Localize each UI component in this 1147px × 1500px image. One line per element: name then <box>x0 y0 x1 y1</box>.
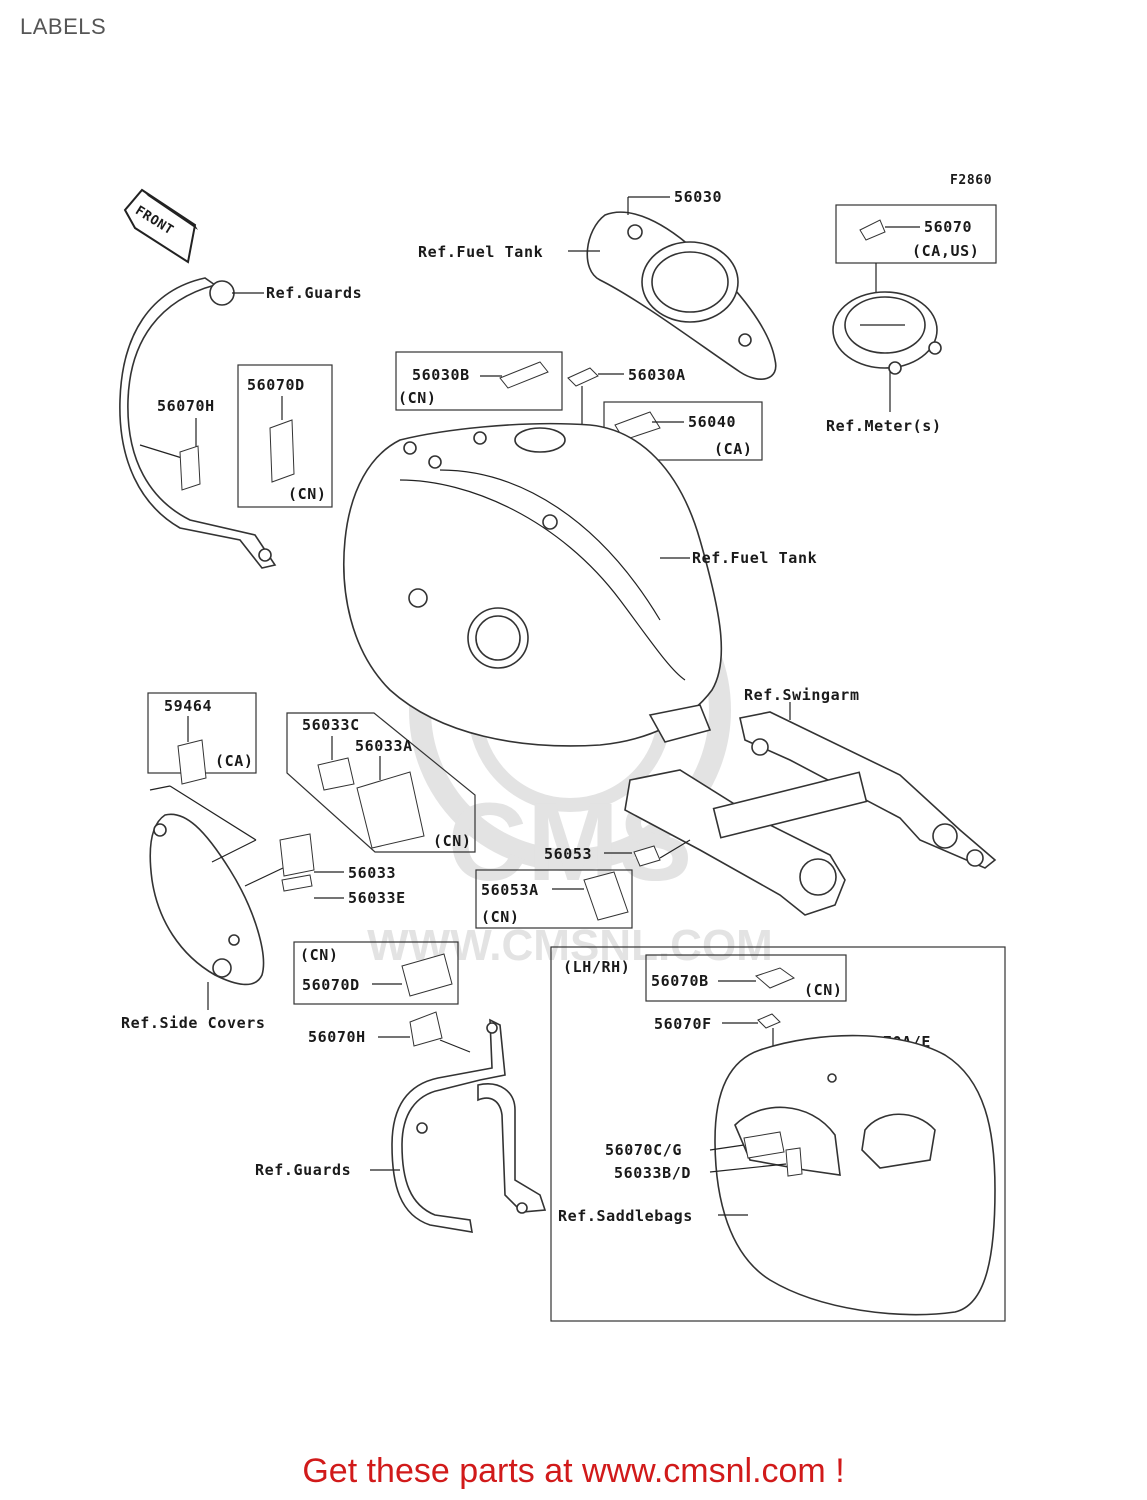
callout-ref-meter: Ref.Meter(s) <box>826 417 942 435</box>
meter-label-box <box>835 204 997 264</box>
callout-lhrh: (LH/RH) <box>563 958 630 976</box>
callout-56033bd: 56033B/D <box>614 1164 691 1182</box>
footer-promo-link[interactable]: Get these parts at www.cmsnl.com ! <box>302 1452 845 1490</box>
callout-56053a: 56053A <box>481 881 539 899</box>
label-box-56033ca <box>286 712 476 853</box>
saddlebag-detail-box <box>550 946 1006 1322</box>
callout-56033c: 56033C <box>302 716 360 734</box>
callout-ref-saddlebags: Ref.Saddlebags <box>558 1207 693 1225</box>
callout-56033a: 56033A <box>355 737 413 755</box>
callout-56030a: 56030A <box>628 366 686 384</box>
front-arrow-icon: FRONT <box>123 188 198 264</box>
callout-56053: 56053 <box>544 845 592 863</box>
callout-56070d-bottom-region: (CN) <box>300 946 339 964</box>
callout-56040-region: (CA) <box>714 440 753 458</box>
parts-diagram: F2860 FRONT 56030 Ref.Fuel Tank 56070 (C… <box>119 173 1006 1322</box>
meter-part <box>832 291 942 375</box>
label-box-56030b <box>395 351 563 411</box>
swingarm-part <box>624 711 997 916</box>
callout-59464: 59464 <box>164 697 212 715</box>
callout-56070cg: 56070C/G <box>605 1141 682 1159</box>
callout-ref-side-covers: Ref.Side Covers <box>121 1014 265 1032</box>
engine-guard-top-part <box>119 277 277 569</box>
fuel-tank-part <box>343 422 723 747</box>
callout-56070h-top: 56070H <box>157 397 215 415</box>
callout-56070d-top: 56070D <box>247 376 305 394</box>
callout-56033e: 56033E <box>348 889 406 907</box>
callout-56030: 56030 <box>674 188 722 206</box>
callout-56053a-region: (CN) <box>481 908 520 926</box>
callout-56070-region: (CA,US) <box>912 242 979 260</box>
callout-56070d-bottom: 56070D <box>302 976 360 994</box>
label-box-56070d-top <box>237 364 333 508</box>
page-title: LABELS <box>20 14 107 39</box>
callout-56070f: 56070F <box>654 1015 712 1033</box>
callout-ref-fuel-tank-top: Ref.Fuel Tank <box>418 243 543 261</box>
callout-56070b: 56070B <box>651 972 709 990</box>
callout-56040: 56040 <box>688 413 736 431</box>
label-box-56053a <box>475 869 633 929</box>
saddlebag-part <box>714 1034 996 1316</box>
callout-56070d-top-region: (CN) <box>288 485 327 503</box>
figure-code: F2860 <box>950 173 992 188</box>
label-box-56070b <box>645 954 847 1002</box>
callout-56070b-region: (CN) <box>804 981 843 999</box>
callout-56030b: 56030B <box>412 366 470 384</box>
callout-ref-swingarm: Ref.Swingarm <box>744 686 860 704</box>
callout-59464-region: (CA) <box>215 752 254 770</box>
side-cover-part <box>149 813 265 986</box>
callout-ref-guards-top: Ref.Guards <box>266 284 362 302</box>
callout-56070: 56070 <box>924 218 972 236</box>
callout-ref-guards-bottom: Ref.Guards <box>255 1161 351 1179</box>
callout-56070h-bottom: 56070H <box>308 1028 366 1046</box>
callout-56033: 56033 <box>348 864 396 882</box>
callout-56030b-region: (CN) <box>398 389 437 407</box>
fuel-tank-cover-part <box>586 211 777 380</box>
callout-ref-fuel-tank-main: Ref.Fuel Tank <box>692 549 817 567</box>
label-box-56070d-bottom <box>293 941 459 1005</box>
callout-56033ac-region: (CN) <box>433 832 472 850</box>
engine-guard-bottom-part <box>391 1018 547 1233</box>
